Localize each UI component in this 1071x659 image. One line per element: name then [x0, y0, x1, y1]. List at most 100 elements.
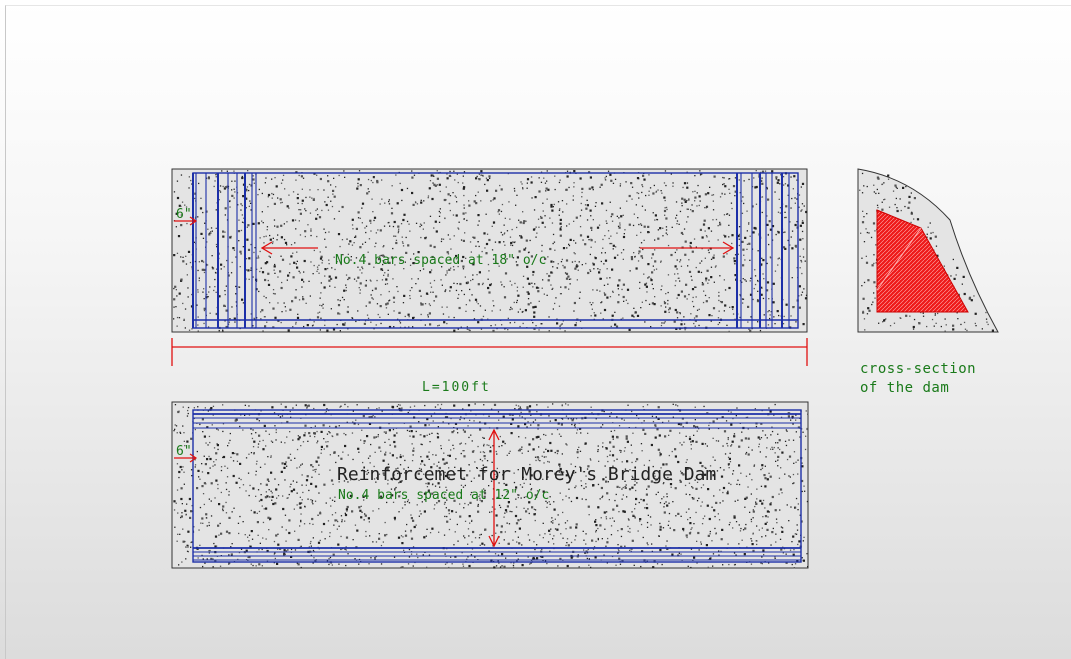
aggregate-dot: [236, 453, 239, 456]
aggregate-dot: [562, 537, 564, 539]
aggregate-dot: [549, 247, 552, 251]
aggregate-dot: [417, 556, 419, 559]
aggregate-dot: [310, 261, 312, 263]
aggregate-dot: [517, 494, 519, 496]
aggregate-dot: [311, 325, 314, 327]
aggregate-dot: [279, 270, 282, 273]
aggregate-dot: [287, 274, 290, 277]
aggregate-dot: [534, 456, 537, 458]
aggregate-dot: [604, 252, 606, 254]
aggregate-dot: [571, 474, 573, 476]
aggregate-dot: [182, 528, 184, 530]
aggregate-dot: [769, 257, 772, 259]
aggregate-dot: [595, 524, 598, 527]
aggregate-dot: [198, 529, 200, 531]
aggregate-dot: [637, 530, 639, 532]
aggregate-dot: [625, 181, 627, 183]
aggregate-dot: [519, 448, 521, 450]
aggregate-dot: [446, 322, 448, 325]
aggregate-dot: [657, 229, 659, 231]
aggregate-dot: [524, 418, 526, 420]
aggregate-dot: [276, 497, 278, 499]
aggregate-dot: [613, 520, 615, 522]
aggregate-dot: [694, 196, 697, 199]
aggregate-dot: [688, 482, 691, 484]
aggregate-dot: [603, 263, 605, 265]
aggregate-dot: [498, 241, 501, 244]
aggregate-dot: [518, 408, 520, 410]
aggregate-dot: [440, 447, 442, 450]
aggregate-dot: [708, 517, 711, 521]
aggregate-dot: [526, 265, 529, 268]
aggregate-dot: [544, 533, 546, 535]
aggregate-dot: [248, 405, 250, 407]
aggregate-dot: [537, 218, 540, 220]
aggregate-dot: [735, 521, 738, 523]
aggregate-dot: [691, 497, 693, 499]
aggregate-dot: [482, 175, 484, 177]
aggregate-dot: [646, 291, 648, 293]
aggregate-dot: [681, 202, 683, 204]
aggregate-dot: [455, 458, 457, 460]
aggregate-dot: [265, 297, 267, 299]
aggregate-dot: [363, 440, 366, 443]
aggregate-dot: [334, 276, 338, 279]
aggregate-dot: [222, 404, 224, 406]
aggregate-dot: [190, 546, 192, 548]
aggregate-dot: [662, 463, 665, 466]
aggregate-dot: [672, 416, 674, 418]
aggregate-dot: [592, 302, 594, 304]
aggregate-dot: [587, 548, 589, 551]
aggregate-dot: [477, 503, 479, 506]
aggregate-dot: [612, 248, 614, 250]
aggregate-dot: [231, 180, 233, 182]
aggregate-dot: [791, 541, 793, 543]
aggregate-dot: [677, 512, 680, 515]
aggregate-dot: [315, 460, 318, 463]
aggregate-dot: [699, 170, 701, 172]
aggregate-dot: [646, 503, 648, 505]
aggregate-dot: [477, 214, 480, 217]
aggregate-dot: [327, 180, 330, 183]
aggregate-dot: [211, 424, 213, 426]
aggregate-dot: [473, 477, 475, 479]
aggregate-dot: [372, 510, 374, 512]
aggregate-dot: [558, 181, 561, 184]
aggregate-dot: [769, 314, 771, 316]
aggregate-dot: [590, 459, 592, 461]
aggregate-dot: [337, 455, 340, 457]
aggregate-dot: [345, 434, 347, 436]
aggregate-dot: [708, 279, 710, 281]
aggregate-dot: [944, 318, 946, 320]
aggregate-dot: [431, 527, 434, 530]
aggregate-dot: [565, 272, 569, 275]
aggregate-dot: [329, 425, 331, 427]
aggregate-dot: [799, 267, 801, 269]
aggregate-dot: [269, 302, 271, 304]
aggregate-dot: [411, 176, 414, 179]
aggregate-dot: [540, 216, 543, 219]
aggregate-dot: [667, 274, 670, 276]
aggregate-dot: [325, 502, 327, 504]
aggregate-dot: [381, 497, 384, 499]
aggregate-dot: [789, 476, 791, 478]
aggregate-dot: [763, 278, 765, 280]
aggregate-dot: [873, 254, 875, 256]
aggregate-dot: [781, 527, 784, 529]
aggregate-dot: [518, 436, 520, 438]
aggregate-dot: [412, 519, 415, 522]
aggregate-dot: [584, 243, 587, 246]
aggregate-dot: [610, 235, 612, 237]
aggregate-dot: [299, 272, 301, 274]
aggregate-dot: [383, 225, 386, 227]
aggregate-dot: [412, 449, 415, 452]
aggregate-dot: [312, 273, 314, 275]
aggregate-dot: [913, 197, 916, 200]
aggregate-dot: [595, 418, 597, 420]
aggregate-dot: [277, 276, 279, 278]
aggregate-dot: [764, 170, 767, 172]
aggregate-dot: [663, 196, 666, 199]
aggregate-dot: [435, 230, 438, 233]
aggregate-dot: [479, 451, 482, 453]
aggregate-dot: [745, 523, 747, 526]
